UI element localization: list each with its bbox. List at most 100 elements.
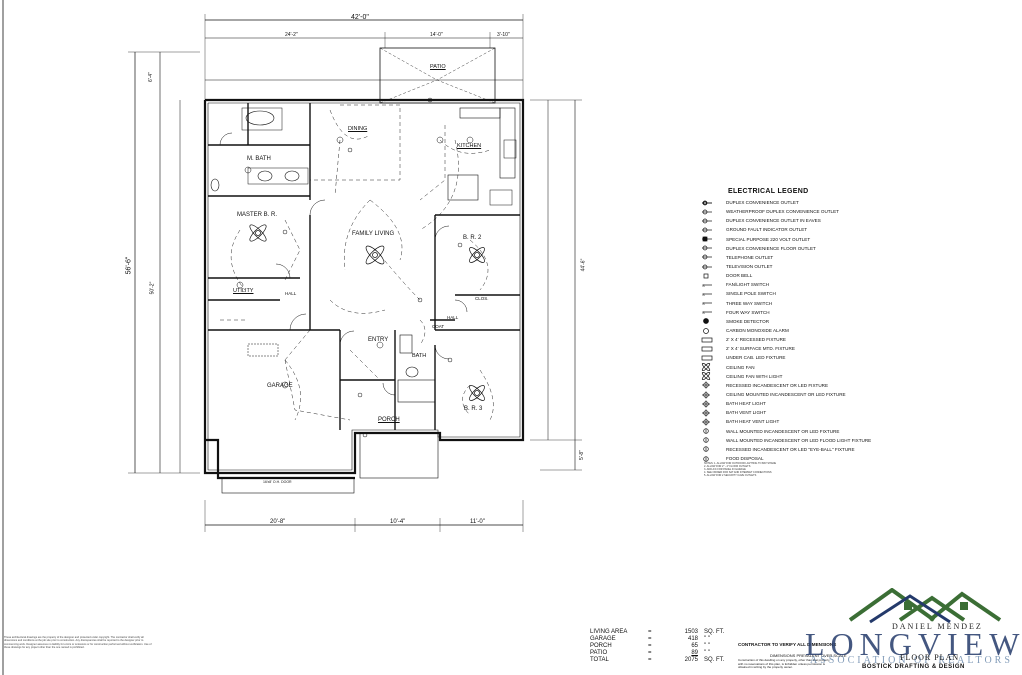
door-bell-icon	[700, 272, 726, 280]
room-label-master-br: MASTER B. R.	[237, 212, 278, 218]
left-dim-2: 50'-2"	[149, 281, 156, 295]
area-eq: =	[648, 657, 652, 663]
area-lab: TOTAL	[590, 657, 609, 663]
watermark-sub: ASSOCIATION OF REALTORS	[810, 655, 1013, 666]
legend-row: BATH VENT LIGHT	[700, 408, 900, 417]
legend-row: 2' X 4' SURFACE MTD. FIXTURE	[700, 344, 900, 353]
construction-note: Construction of this dwelling on any pro…	[738, 658, 830, 669]
designer-name: DANIEL MENDEZ	[892, 622, 983, 631]
ceiling-fans	[249, 224, 485, 401]
area-lab: PORCH	[590, 643, 612, 649]
top-dim-3: 3'-10"	[497, 32, 510, 38]
master-tub	[245, 110, 275, 126]
legend-row: DOOR BELL	[700, 271, 900, 280]
legend-row: WALL MOUNTED INCANDESCENT OR LED FIXTURE	[700, 427, 900, 436]
floor-outlet-icon	[700, 244, 726, 252]
legend-label: CEILING FAN	[726, 364, 755, 370]
kitchen-counter	[499, 107, 516, 179]
food-disposal-icon	[700, 455, 726, 463]
hall-tub	[397, 379, 436, 403]
interior-walls	[208, 103, 520, 430]
area-num: 418	[687, 636, 698, 642]
area-eq: =	[648, 643, 652, 649]
legend-label: RECESSED INCANDESCENT OR LED FIXTURE	[726, 382, 829, 388]
svg-text:S: S	[702, 310, 705, 315]
legend-row: WALL MOUNTED INCANDESCENT OR LED FLOOD L…	[700, 436, 900, 445]
area-eq: =	[648, 636, 652, 642]
legend-label: WALL MOUNTED INCANDESCENT OR LED FLOOD L…	[726, 437, 872, 443]
room-label-patio: PATIO	[430, 64, 446, 70]
area-unit: " "	[704, 650, 710, 656]
area-unit: " "	[704, 643, 710, 649]
legend-label: GROUND FAULT INDICATOR OUTLET	[726, 227, 808, 233]
room-label-clos: CLOS.	[475, 296, 489, 301]
bottom-dim-2: 10'-4"	[390, 519, 406, 525]
legend-note: 4. SEE OWNER FOR SAT AND INTERNET CONNEC…	[704, 471, 772, 474]
under-cabinet-led-icon	[700, 354, 726, 362]
sheet-title: FLOOR PLAN	[900, 653, 960, 662]
legend-label: CARBON MONOXIDE ALARM	[726, 328, 789, 334]
eave-outlet-icon	[700, 217, 726, 225]
room-label-porch: PORCH	[378, 417, 400, 423]
bottom-dim-3: 11'-0"	[470, 519, 485, 525]
left-dim-1: 6'-4"	[147, 72, 154, 82]
legend-note: 2. ALLOW FOR 2" - 4" FLOOR OUTLETS	[704, 465, 751, 468]
legend-label: WALL MOUNTED INCANDESCENT OR LED FIXTURE	[726, 428, 840, 434]
four-way-switch-icon: S	[700, 308, 726, 316]
legend-row: S SINGLE POLE SWITCH	[700, 289, 900, 298]
room-label-dining: DINING	[348, 126, 368, 132]
room-label-hall-right: HALL	[447, 315, 459, 320]
electrical-circuits	[220, 104, 494, 421]
legend-label: CEILING MOUNTED INCANDESCENT OR LED FIXT…	[726, 392, 846, 398]
top-dim-1: 24'-2"	[285, 32, 298, 38]
area-unit: SQ. FT.	[704, 657, 725, 663]
svg-text:S: S	[702, 292, 705, 297]
overall-depth-dim: 56'-6"	[125, 256, 133, 275]
legend-label: SINGLE POLE SWITCH	[726, 291, 776, 297]
overall-width-dim: 42'-0"	[351, 14, 369, 21]
bottom-dim-1: 20'-8"	[270, 519, 286, 525]
co-alarm-icon	[700, 327, 726, 335]
room-label-kitchen: KITCHEN	[457, 143, 482, 149]
legend-row: SMOKE DETECTOR	[700, 317, 900, 326]
legend-label: CEILING FAN WITH LIGHT	[726, 373, 783, 379]
legend-row: GROUND FAULT INDICATOR OUTLET	[700, 225, 900, 234]
recessed-fixture-icon	[700, 336, 726, 344]
legend-label: 2' X 4' RECESSED FIXTURE	[726, 337, 786, 343]
room-label-br3: B. R. 3	[464, 406, 483, 412]
area-unit: SQ. FT.	[704, 629, 725, 635]
legend-row: DUPLEX CONVENIENCE OUTLET	[700, 198, 900, 207]
legend-label: BATH HEAT VENT LIGHT	[726, 419, 780, 425]
room-label-family-living: FAMILY LIVING	[352, 231, 395, 237]
area-row: PORCH = 65 " "	[590, 643, 734, 650]
garage-door	[221, 477, 355, 494]
legend-label: UNDER CAB. LED FIXTURE	[726, 355, 786, 361]
light-fixtures	[236, 97, 474, 438]
ceiling-fan-light-icon	[700, 372, 726, 381]
room-label-br2: B. R. 2	[463, 235, 482, 241]
legend-label: WEATHERPROOF DUPLEX CONVENIENCE OUTLET	[726, 209, 839, 215]
area-lab: GARAGE	[590, 636, 616, 642]
legend-note: NOTES: 1. ALLOW FOR OUTDOOR LIGHTING TO …	[704, 462, 777, 465]
area-row: TOTAL = 2075 SQ. FT.	[590, 657, 734, 664]
220v-outlet-icon	[700, 235, 726, 243]
area-lab: LIVING AREA	[590, 629, 628, 635]
legend-label: TELEVISION OUTLET	[726, 264, 773, 270]
door-swings	[219, 132, 468, 396]
room-label-bath: BATH	[412, 353, 427, 359]
legend-row: WEATHERPROOF DUPLEX CONVENIENCE OUTLET	[700, 207, 900, 216]
legend-row: RECESSED INCANDESCENT OR LED "EYE-BALL" …	[700, 445, 900, 454]
three-way-switch-icon: S	[700, 299, 726, 307]
legend-row: FOOD DISPOSAL	[700, 454, 900, 463]
company-name: BOSTICK DRAFTING & DESIGN	[862, 664, 965, 670]
area-num: 65	[691, 643, 698, 649]
legend-row: 2' X 4' RECESSED FIXTURE	[700, 335, 900, 344]
legend-label: DOOR BELL	[726, 273, 753, 279]
legend-label: SMOKE DETECTOR	[726, 318, 770, 324]
smoke-detector-icon	[700, 317, 726, 325]
area-num: 2075	[684, 657, 698, 663]
flood-light-icon	[700, 436, 726, 444]
